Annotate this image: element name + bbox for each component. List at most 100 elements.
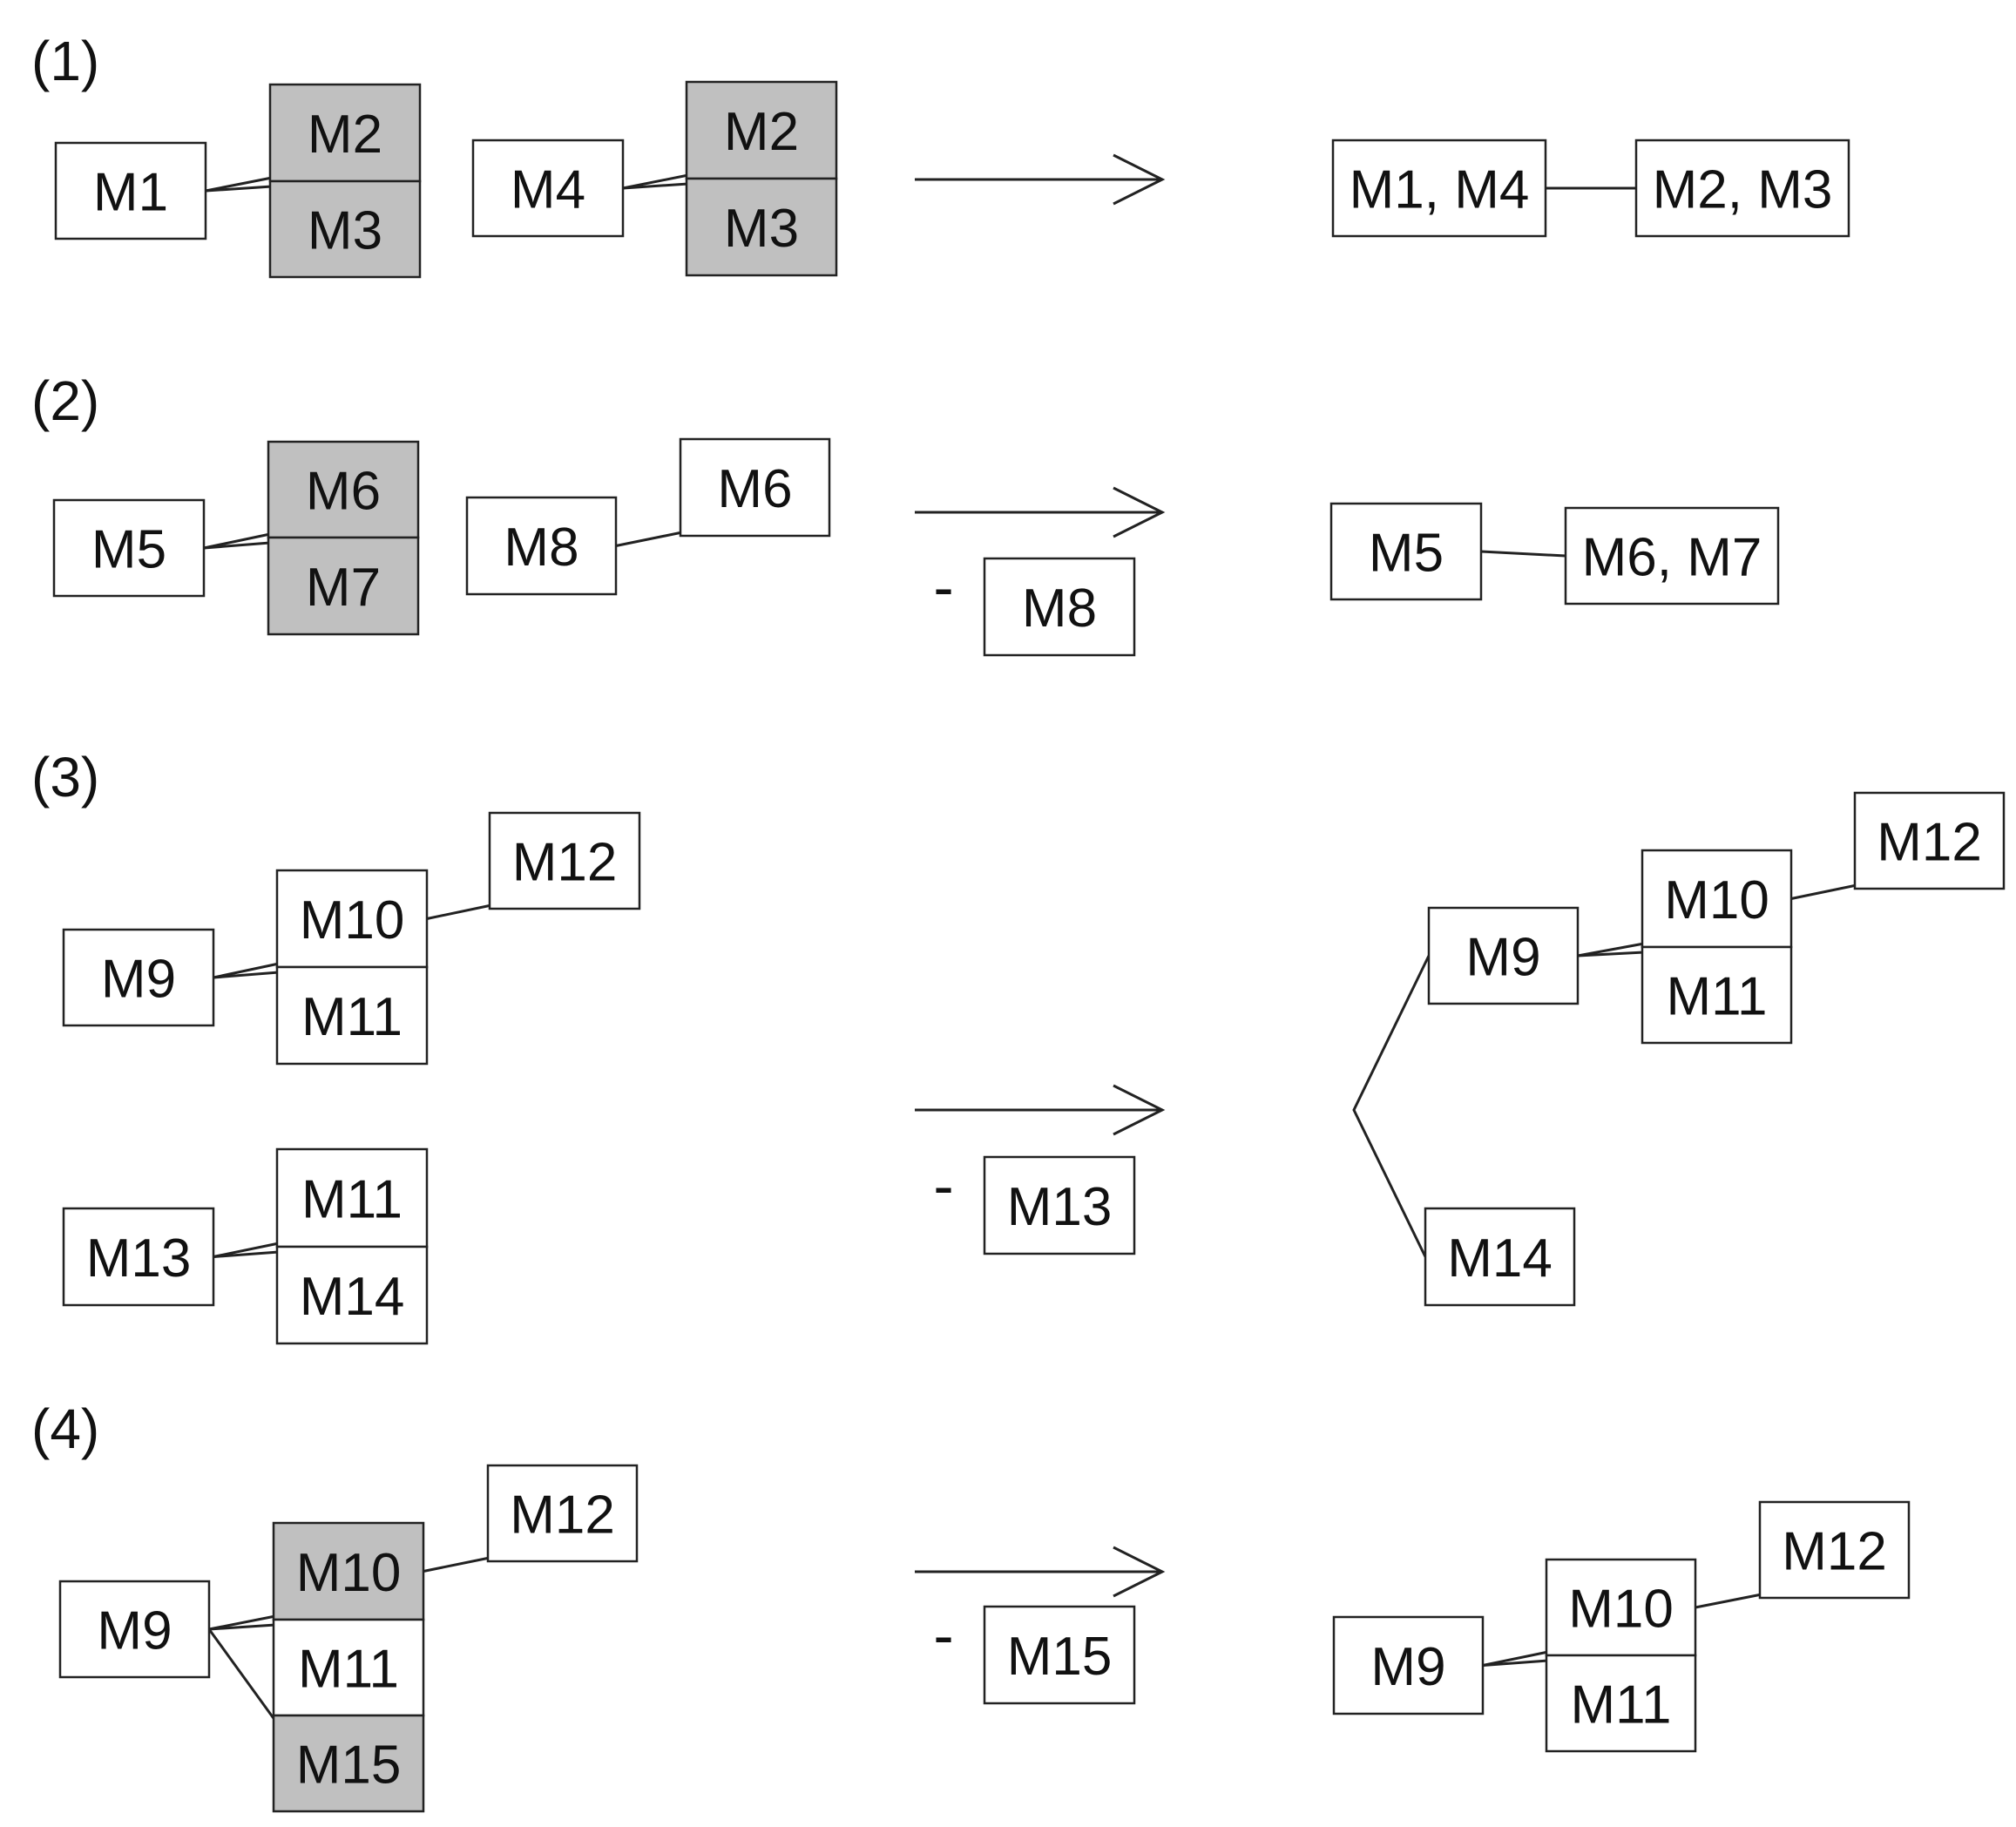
module-box-m10: M10 <box>1641 849 1793 949</box>
plain-box <box>465 496 618 596</box>
module-box-m7: M7 <box>267 536 420 636</box>
module-label: M10 <box>1568 1580 1674 1640</box>
module-label: M11 <box>1666 967 1767 1027</box>
removed-module: -M13 <box>933 1152 1136 1255</box>
connector-line <box>213 971 280 979</box>
module-label: M15 <box>296 1736 402 1796</box>
module-label: M6, M7 <box>1582 528 1762 588</box>
module-label: M10 <box>1664 870 1769 930</box>
plain-box <box>486 1464 639 1563</box>
plain-box <box>62 928 215 1027</box>
module-box-m9: M9 <box>1332 1615 1485 1715</box>
module-label: M6 <box>717 459 792 519</box>
module-label: M5 <box>91 520 166 580</box>
plain-box <box>62 1207 215 1307</box>
module-box-m10: M10 <box>1545 1558 1697 1657</box>
module-box-m4: M4 <box>471 139 625 238</box>
shaded-box <box>272 1714 425 1813</box>
plain-box <box>58 1580 211 1679</box>
module-box-m10: M10 <box>275 869 429 969</box>
connector-line <box>1480 550 1566 558</box>
module-label: M5 <box>1369 524 1444 584</box>
module-box-m11: M11 <box>1545 1654 1697 1753</box>
module-box-m11: M11 <box>272 1618 425 1717</box>
connector-line <box>205 185 273 193</box>
shaded-box <box>685 177 838 277</box>
module-box-m9: M9 <box>1427 906 1580 1005</box>
module-box-m5: M5 <box>1329 502 1483 601</box>
module-label: M13 <box>86 1228 192 1289</box>
module-box-m10: M10 <box>272 1521 425 1621</box>
module-label: M6 <box>306 462 381 522</box>
connector-line <box>423 1556 490 1573</box>
module-label: M10 <box>296 1543 402 1603</box>
panel-label: (3) <box>31 746 99 809</box>
plain-box <box>275 1147 429 1248</box>
module-label: M12 <box>1782 1522 1887 1582</box>
transform-arrow <box>915 153 1166 206</box>
removed-module: -M15 <box>933 1601 1136 1705</box>
module-box-m2: M2 <box>268 83 422 183</box>
merge-bracket <box>1352 955 1431 1258</box>
module-box-m15: M15 <box>272 1714 425 1813</box>
module-label: M11 <box>301 987 403 1047</box>
module-box-m11: M11 <box>275 965 429 1066</box>
plain-box <box>1634 139 1850 238</box>
transform-arrow <box>915 1546 1166 1598</box>
panel-label: (4) <box>31 1397 99 1460</box>
shaded-box <box>685 80 838 180</box>
module-box-m2-m3: M2, M3 <box>1634 139 1850 238</box>
module-label: M12 <box>512 833 618 893</box>
module-label: M14 <box>300 1267 405 1327</box>
connector-line <box>207 1628 277 1722</box>
module-label: M2, M3 <box>1653 160 1833 220</box>
plain-box <box>1758 1500 1911 1600</box>
module-label: M9 <box>1465 928 1540 988</box>
module-box-m2: M2 <box>685 80 838 180</box>
minus-sign: - <box>933 1601 953 1669</box>
module-label: M1, M4 <box>1350 160 1530 220</box>
module-box-m5: M5 <box>52 498 206 598</box>
module-box-m8: M8 <box>465 496 618 596</box>
module-box-m9: M9 <box>62 928 215 1027</box>
module-box-m11: M11 <box>1641 945 1793 1045</box>
module-box-m6: M6 <box>679 437 831 538</box>
module-box-m14: M14 <box>1424 1207 1576 1307</box>
module-label: M3 <box>308 201 382 261</box>
plain-box <box>1545 1558 1697 1657</box>
plain-box <box>1332 1615 1485 1715</box>
plain-box <box>983 557 1136 657</box>
module-box-m13: M13 <box>62 1207 215 1307</box>
plain-box <box>1853 791 2006 890</box>
plain-box <box>1641 945 1793 1045</box>
plain-box <box>1564 506 1780 606</box>
module-label: M2 <box>308 105 382 165</box>
plain-box <box>275 1245 429 1345</box>
module-box-m12: M12 <box>1853 791 2006 890</box>
connector-line <box>1482 1659 1549 1667</box>
shaded-box <box>268 83 422 183</box>
arrow-head <box>1113 1084 1166 1136</box>
connector-line <box>1577 951 1645 957</box>
shaded-box <box>268 179 422 279</box>
transform-arrow <box>915 1084 1166 1136</box>
connector-line <box>208 1614 276 1631</box>
plain-box <box>471 139 625 238</box>
plain-box <box>1545 1654 1697 1753</box>
module-box-m11: M11 <box>275 1147 429 1248</box>
module-box-m3: M3 <box>268 179 422 279</box>
connector-line <box>1790 883 1857 900</box>
arrow-head <box>1113 486 1166 538</box>
module-label: M4 <box>511 160 585 220</box>
plain-box <box>54 141 207 240</box>
module-box-m12: M12 <box>1758 1500 1911 1600</box>
plain-box <box>52 498 206 598</box>
plain-box <box>983 1155 1136 1255</box>
connector-line <box>213 1242 280 1258</box>
plain-box <box>488 811 641 910</box>
removed-module-label: M13 <box>1007 1177 1113 1237</box>
connector-line <box>426 903 492 920</box>
